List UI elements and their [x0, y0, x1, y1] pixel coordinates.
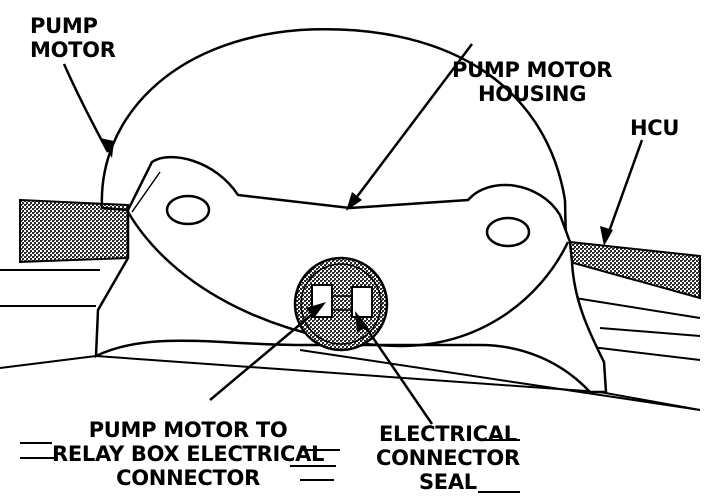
- label-pump-motor: PUMP MOTOR: [30, 14, 116, 62]
- label-line: SEAL: [418, 470, 477, 494]
- label-hcu: HCU: [630, 116, 679, 140]
- label-line: RELAY BOX ELECTRICAL: [52, 442, 325, 466]
- label-line: CONNECTOR: [376, 446, 520, 470]
- connector-terminal-right: [351, 286, 373, 318]
- pump-motor-dome-left-edge: [101, 206, 129, 212]
- label-connector-seal: ELECTRICAL CONNECTOR SEAL: [376, 422, 520, 494]
- pump-motor-dome: [100, 28, 568, 246]
- motor-end-arc: [126, 211, 570, 348]
- label-pump-motor-housing: PUMP MOTOR HOUSING: [452, 58, 612, 106]
- label-line: PUMP MOTOR TO: [88, 418, 288, 442]
- label-relay-box-connector: PUMP MOTOR TO RELAY BOX ELECTRICAL CONNE…: [52, 418, 324, 490]
- bottom-stroke-marks: [20, 439, 520, 493]
- label-line: ELECTRICAL: [378, 422, 517, 446]
- label-line: MOTOR: [30, 38, 116, 62]
- label-line: HCU: [630, 116, 680, 140]
- label-line: CONNECTOR: [116, 466, 260, 490]
- leader-arrowheads: [100, 138, 613, 332]
- mounting-hole-left: [165, 194, 211, 226]
- mounting-hole-right: [485, 216, 531, 248]
- hcu-right-hatch: [569, 240, 701, 300]
- label-line: PUMP: [30, 14, 98, 38]
- leader-lines: [62, 43, 644, 425]
- label-line: HOUSING: [478, 82, 587, 106]
- label-line: PUMP MOTOR: [452, 58, 613, 82]
